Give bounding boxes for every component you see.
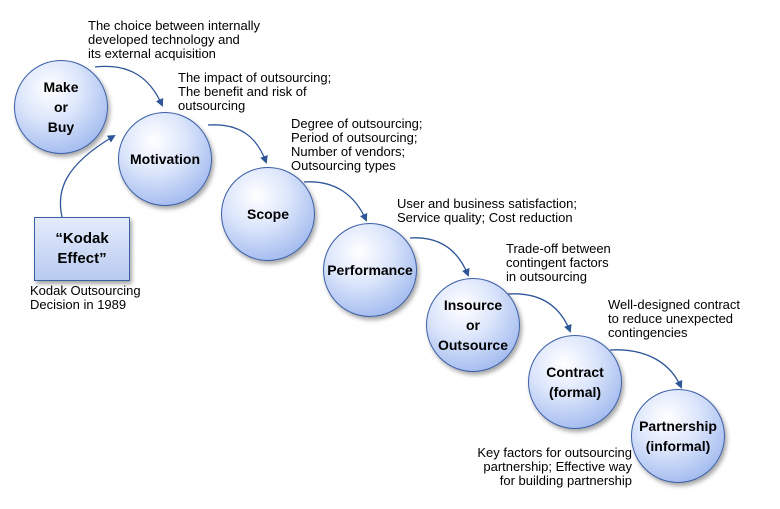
node-scope-label: Scope [246,206,289,222]
note-contract: Well-designed contract to reduce unexpec… [608,297,740,340]
arrow-scope-to-performance [303,181,368,222]
arrow-contract-to-partnership [609,349,683,389]
node-performance: Performance [323,223,417,317]
arrow-performance-to-insource [409,237,470,277]
node-contract-label: Contract (formal) [546,364,604,400]
node-partnership-label: Partnership (informal) [639,418,717,454]
node-scope: Scope [221,167,315,261]
arrow-make-to-motivation [94,65,164,107]
note-motivation: The impact of outsourcing; The benefit a… [178,70,332,113]
node-insource-or-outsource: Insource or Outsource [426,278,520,372]
note-performance: User and business satisfaction; Service … [397,196,577,225]
kodak-effect-box: “Kodak Effect” [34,217,130,281]
note-partnership: Key factors for outsourcing partnership;… [477,445,632,488]
note-insource-or-outsource: Trade-off between contingent factors in … [506,241,611,284]
note-scope: Degree of outsourcing; Period of outsour… [291,116,423,173]
node-insource-or-outsource-label: Insource or Outsource [437,297,508,353]
node-partnership: Partnership (informal) [631,389,725,483]
arrow-motivation-to-scope [207,124,268,164]
arrow-kodak-to-motivation [59,134,116,218]
node-motivation-label: Motivation [130,151,200,167]
node-performance-label: Performance [327,262,413,278]
node-make-or-buy-label: Make or Buy [43,79,79,135]
node-contract: Contract (formal) [528,335,622,429]
arrow-insource-to-contract [507,293,572,333]
node-make-or-buy: Make or Buy [14,60,108,154]
kodak-caption: Kodak Outsourcing Decision in 1989 [30,283,141,312]
note-make-or-buy: The choice between internally developed … [88,18,260,61]
node-motivation: Motivation [118,112,212,206]
kodak-effect-label: “Kodak Effect” [55,230,109,267]
